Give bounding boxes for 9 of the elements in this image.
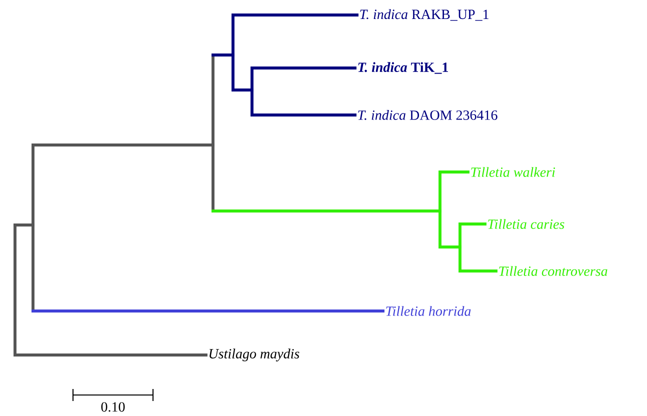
taxon-label: Tilletia walkeri [471,167,556,177]
taxon-label: Tilletia controversa [499,266,608,276]
taxon-label: T. indica TiK_1 [358,62,448,74]
taxon-label: T. indica RAKB_UP_1 [360,9,488,21]
taxon-label: Tilletia horrida [386,306,471,316]
taxon-label: Tilletia caries [488,219,564,229]
scale-label: 0.10 [101,402,125,412]
taxon-label: T. indica DAOM 236416 [358,110,498,120]
taxon-label: Ustilago maydis [210,348,300,362]
